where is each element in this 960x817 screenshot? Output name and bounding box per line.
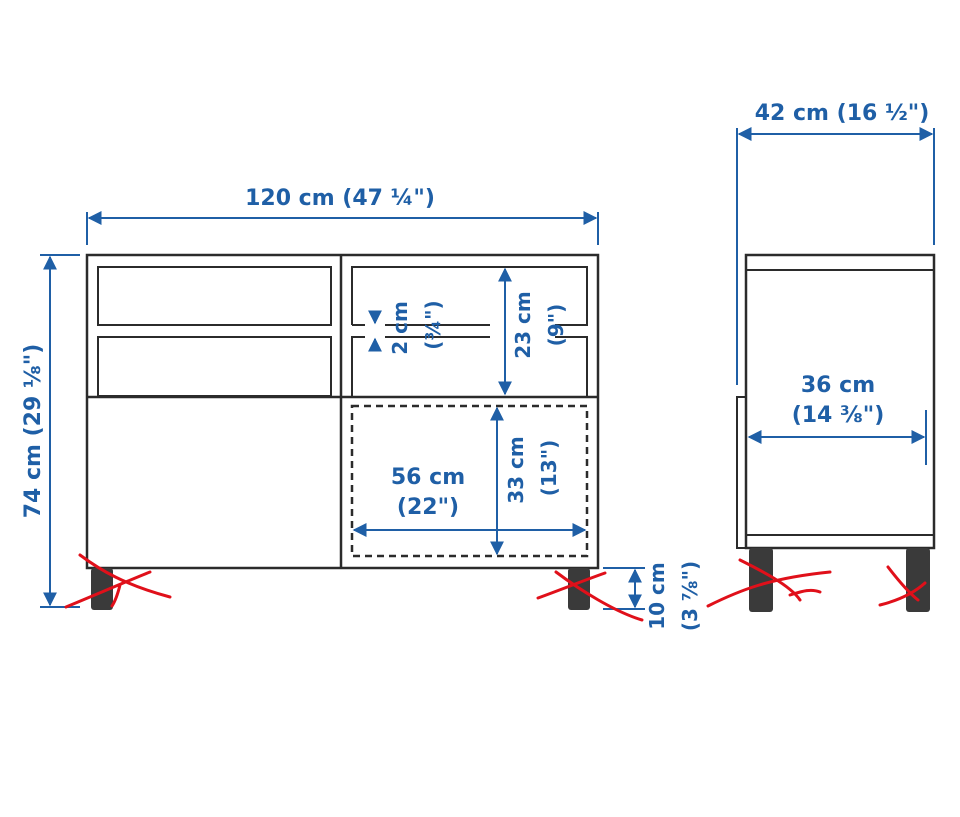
- front-left-leg: [91, 568, 113, 610]
- cabinet-outline: [85, 253, 600, 570]
- inner-width-label-in: (22"): [397, 495, 459, 520]
- leg-height-label-in: (3 ⅞"): [678, 561, 702, 631]
- left-lower-drawer: [97, 336, 332, 397]
- inner-depth-label-in: (14 ⅜"): [792, 403, 885, 428]
- side-door-profile: [736, 396, 746, 549]
- red-cross-side-right: [878, 565, 927, 607]
- inner-height-label: 33 cm: [504, 436, 528, 504]
- red-cross-side-left: [706, 558, 832, 608]
- side-view: 42 cm (16 ½") 36 cm (14 ⅜"): [736, 101, 936, 612]
- leg-height-label: 10 cm: [645, 562, 669, 630]
- height-label: 74 cm (29 ⅛"): [21, 344, 46, 519]
- red-cross-marks: [64, 553, 927, 622]
- red-cross-front-right: [536, 570, 644, 622]
- side-left-leg: [749, 548, 773, 612]
- left-upper-drawer: [97, 266, 332, 326]
- drawer-height-label-in: (9"): [544, 304, 568, 347]
- drawer-height-label: 23 cm: [511, 291, 535, 359]
- inner-depth-label: 36 cm: [801, 373, 875, 398]
- side-right-leg: [906, 548, 930, 612]
- width-label: 120 cm (47 ¼"): [245, 186, 435, 211]
- right-lower-drawer: [351, 336, 588, 396]
- drawer-gap-label-in: (¾"): [421, 300, 445, 349]
- side-outline: [744, 253, 936, 550]
- depth-label: 42 cm (16 ½"): [755, 101, 930, 126]
- drawer-gap-label: 2 cm: [388, 301, 412, 355]
- red-cross-front-left: [64, 553, 172, 609]
- inner-width-label: 56 cm: [391, 465, 465, 490]
- inner-height-label-in: (13"): [537, 440, 561, 497]
- front-view: 120 cm (47 ¼") 74 cm (29 ⅛") 2 cm (¾") 2…: [21, 186, 702, 631]
- right-upper-drawer: [351, 266, 588, 326]
